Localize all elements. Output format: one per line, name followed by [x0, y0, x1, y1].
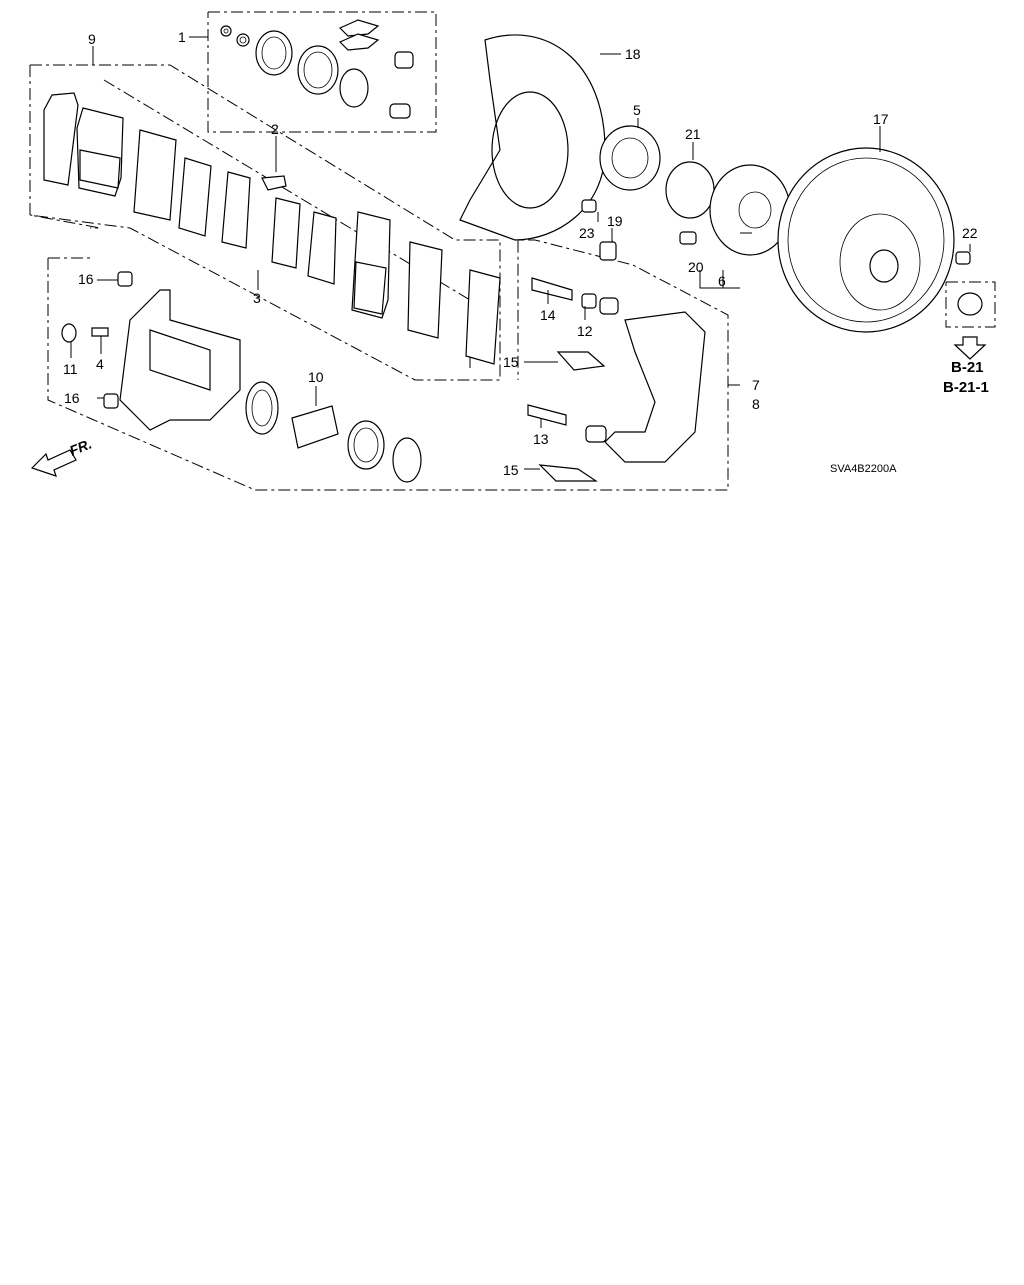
seal-kit-parts: [220, 19, 414, 119]
callout-11: 11: [63, 361, 78, 377]
drawing-code: SVA4B2200A: [830, 463, 897, 475]
front-label: FR.: [67, 435, 94, 458]
callout-20: 20: [688, 259, 704, 275]
callout-14: 14: [540, 307, 556, 323]
callout-18: 18: [625, 46, 641, 62]
callout-6: 6: [718, 273, 726, 289]
callout-2: 2: [271, 121, 279, 137]
brake-disc: [777, 147, 987, 360]
callout-17: 17: [873, 111, 889, 127]
brake-pads-and-shims: [43, 92, 501, 365]
reference-b21-1: B-21-1: [943, 379, 989, 396]
front-arrow-icon: [30, 449, 77, 477]
caliper-and-piston: [61, 271, 422, 483]
reference-b21: B-21: [951, 359, 984, 376]
cross-references: B-21 B-21-1: [943, 359, 989, 396]
callout-15b: 15: [503, 462, 519, 478]
hub-and-shield: [459, 34, 791, 256]
callout-7: 7: [752, 377, 760, 393]
callout-9: 9: [88, 31, 96, 47]
group-boundaries: [29, 11, 996, 491]
callout-12: 12: [577, 323, 593, 339]
callout-19: 19: [607, 213, 623, 229]
callout-1: 1: [178, 29, 186, 45]
callout-21: 21: [685, 126, 701, 142]
callout-15a: 15: [503, 354, 519, 370]
callout-23: 23: [579, 225, 595, 241]
callout-labels: 1 2 3 4 5 6 7 8 9 10 11 12 13 14 15 15 1…: [63, 29, 978, 478]
callout-8: 8: [752, 396, 760, 412]
caliper-bracket-and-pins: [527, 241, 706, 482]
callout-16b: 16: [64, 390, 80, 406]
callout-10: 10: [308, 369, 324, 385]
callout-4: 4: [96, 356, 104, 372]
callout-13: 13: [533, 431, 549, 447]
callout-22: 22: [962, 225, 978, 241]
callout-3: 3: [253, 290, 261, 306]
callout-5: 5: [633, 102, 641, 118]
front-direction-marker: FR.: [30, 435, 94, 477]
callout-16a: 16: [78, 271, 94, 287]
leader-lines: [70, 36, 971, 470]
